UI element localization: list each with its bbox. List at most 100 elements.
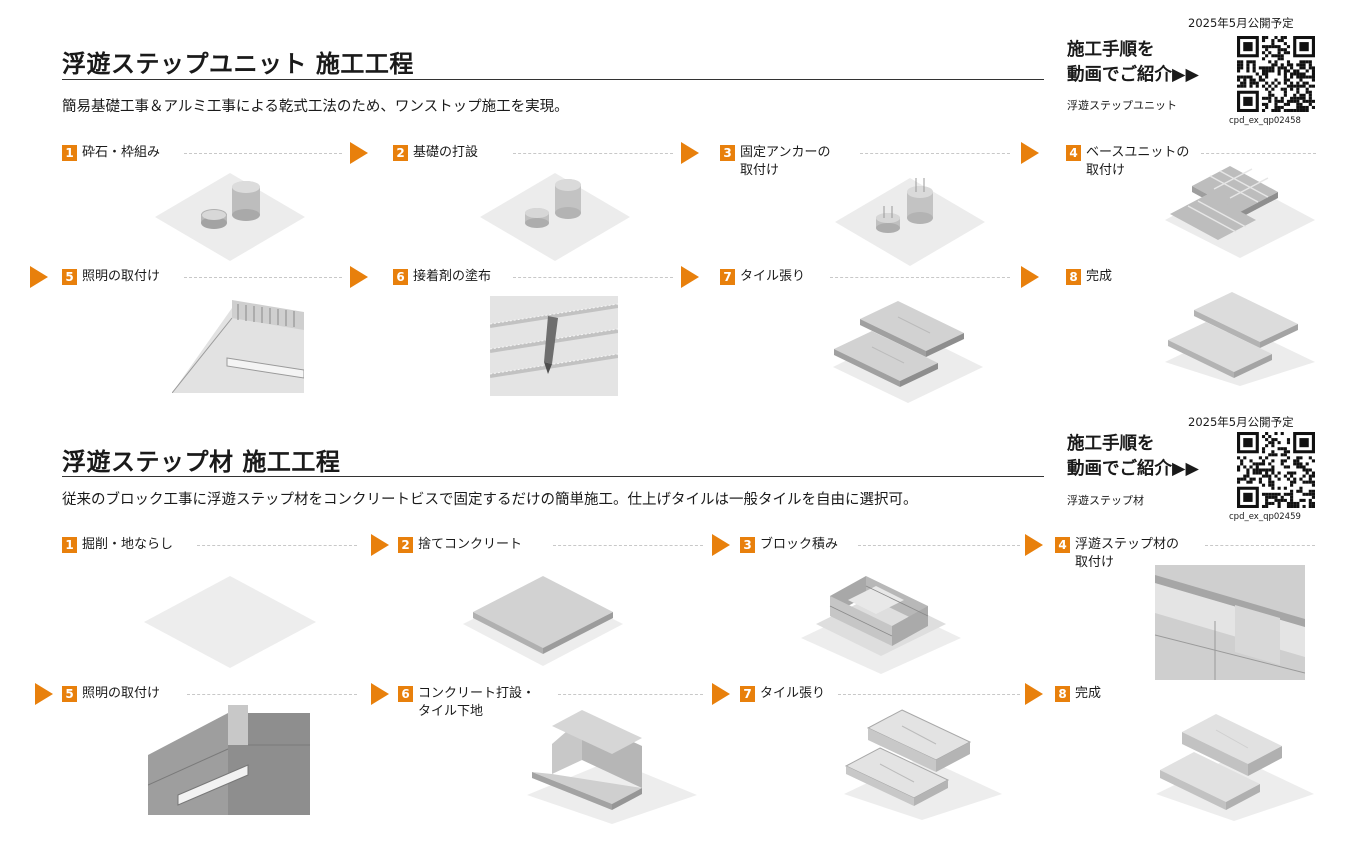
video-promo[interactable]: 施工手順を 動画でご紹介▶▶ — [1067, 38, 1199, 88]
step-5: 5 照明の取付け — [62, 686, 362, 726]
qr-code-icon[interactable] — [1237, 432, 1315, 508]
step-number: 5 — [62, 686, 77, 702]
step-3: 3 固定アンカーの 取付け — [720, 145, 1010, 185]
completed-unit-illustration — [1165, 292, 1315, 386]
step-4: 4 浮遊ステップ材の 取付け — [1055, 537, 1320, 577]
arrow-icon — [1025, 683, 1043, 705]
step-number: 7 — [740, 686, 755, 702]
arrow-icon — [712, 534, 730, 556]
step-4: 4 ベースユニットの 取付け — [1066, 145, 1321, 185]
title-rule — [62, 79, 1044, 80]
step-label: 完成 — [1086, 269, 1113, 284]
step-number: 5 — [62, 269, 77, 285]
arrow-icon — [1021, 142, 1039, 164]
step-label: コンクリート打設・ タイル下地 — [418, 686, 536, 719]
step-number: 6 — [398, 686, 413, 702]
video-product-name: 浮遊ステップ材 — [1067, 494, 1144, 507]
step-number: 1 — [62, 145, 77, 161]
step-8: 8 完成 — [1055, 686, 1205, 726]
step-label: 照明の取付け — [82, 269, 161, 284]
dashed-line — [558, 694, 703, 695]
dashed-line — [553, 545, 703, 546]
step-number: 2 — [398, 537, 413, 553]
title-rule — [62, 476, 1044, 477]
completed-material-illustration — [1156, 714, 1314, 821]
arrow-icon — [350, 266, 368, 288]
arrow-icon — [1025, 534, 1043, 556]
dashed-line — [858, 545, 1020, 546]
lean-concrete-illustration — [463, 576, 623, 666]
step-label: 接着剤の塗布 — [413, 269, 492, 284]
video-promo-line2: 動画でご紹介▶▶ — [1067, 459, 1199, 479]
material-process-section: 2025年5月公開予定 浮遊ステップ材 施工工程 従来のブロック工事に浮遊ステッ… — [0, 410, 1365, 845]
step-6: 6 コンクリート打設・ タイル下地 — [398, 686, 708, 726]
step-3: 3 ブロック積み — [740, 537, 1030, 577]
arrow-icon — [1021, 266, 1039, 288]
dashed-line — [513, 153, 673, 154]
video-promo-line1: 施工手順を — [1067, 40, 1155, 60]
section-title: 浮遊ステップ材 施工工程 — [62, 448, 341, 476]
step-label: 固定アンカーの 取付け — [740, 145, 831, 178]
step-label: 砕石・枠組み — [82, 145, 161, 160]
step-number: 8 — [1066, 269, 1081, 285]
dashed-line — [830, 277, 1010, 278]
dashed-line — [838, 694, 1020, 695]
step-1: 1 掘削・地ならし — [62, 537, 357, 577]
step-6: 6 接着剤の塗布 — [393, 269, 683, 309]
lighting-install-illustration — [172, 298, 304, 393]
arrow-icon — [35, 683, 53, 705]
step-7: 7 タイル張り — [720, 269, 1010, 309]
dashed-line — [197, 545, 357, 546]
step-label: ブロック積み — [760, 537, 839, 552]
step-label: 照明の取付け — [82, 686, 161, 701]
step-1: 1 砕石・枠組み — [62, 145, 352, 185]
step-number: 6 — [393, 269, 408, 285]
dashed-line — [513, 277, 673, 278]
foundation-pour-illustration — [480, 173, 630, 261]
unit-process-section: 2025年5月公開予定 浮遊ステップユニット 施工工程 簡易基礎工事＆アルミ工事… — [0, 0, 1365, 410]
arrow-icon — [350, 142, 368, 164]
arrow-icon — [371, 683, 389, 705]
step-number: 3 — [720, 145, 735, 161]
tile-laying-illustration — [833, 301, 983, 403]
step-material-install-illustration — [1155, 565, 1305, 680]
dashed-line — [860, 153, 1010, 154]
qr-code-id: cpd_ex_qp02458 — [1229, 116, 1301, 126]
qr-code-id: cpd_ex_qp02459 — [1229, 512, 1301, 522]
step-number: 7 — [720, 269, 735, 285]
arrow-icon — [30, 266, 48, 288]
qr-code-icon[interactable] — [1237, 36, 1315, 112]
section-title: 浮遊ステップユニット 施工工程 — [62, 50, 414, 78]
excavation-illustration — [144, 576, 316, 668]
release-note: 2025年5月公開予定 — [1188, 415, 1294, 429]
step-number: 8 — [1055, 686, 1070, 702]
step-number: 2 — [393, 145, 408, 161]
dashed-line — [187, 694, 357, 695]
base-unit-illustration — [1165, 166, 1315, 258]
arrow-icon — [712, 683, 730, 705]
step-number: 3 — [740, 537, 755, 553]
arrow-icon — [681, 266, 699, 288]
step-label: 完成 — [1075, 686, 1102, 701]
dashed-line — [184, 277, 342, 278]
step-label: タイル張り — [740, 269, 806, 284]
video-product-name: 浮遊ステップユニット — [1067, 99, 1177, 112]
step-label: 基礎の打設 — [413, 145, 479, 160]
lighting-install-illustration — [148, 705, 310, 815]
tile-laying-illustration — [844, 709, 1002, 820]
video-promo[interactable]: 施工手順を 動画でご紹介▶▶ — [1067, 432, 1199, 482]
concrete-tile-base-illustration — [527, 710, 697, 824]
block-stacking-illustration — [801, 576, 961, 674]
release-note: 2025年5月公開予定 — [1188, 16, 1294, 30]
gravel-frame-illustration — [155, 173, 305, 261]
section-description: 簡易基礎工事＆アルミ工事による乾式工法のため、ワンストップ施工を実現。 — [62, 99, 569, 115]
dashed-line — [184, 153, 342, 154]
adhesive-apply-illustration — [490, 296, 618, 396]
step-8: 8 完成 — [1066, 269, 1216, 309]
step-2: 2 基礎の打設 — [393, 145, 683, 185]
step-label: ベースユニットの 取付け — [1086, 145, 1190, 178]
section-description: 従来のブロック工事に浮遊ステップ材をコンクリートビスで固定するだけの簡単施工。仕… — [62, 492, 918, 508]
arrow-icon — [681, 142, 699, 164]
dashed-line — [1205, 545, 1315, 546]
anchor-install-illustration — [835, 178, 985, 266]
